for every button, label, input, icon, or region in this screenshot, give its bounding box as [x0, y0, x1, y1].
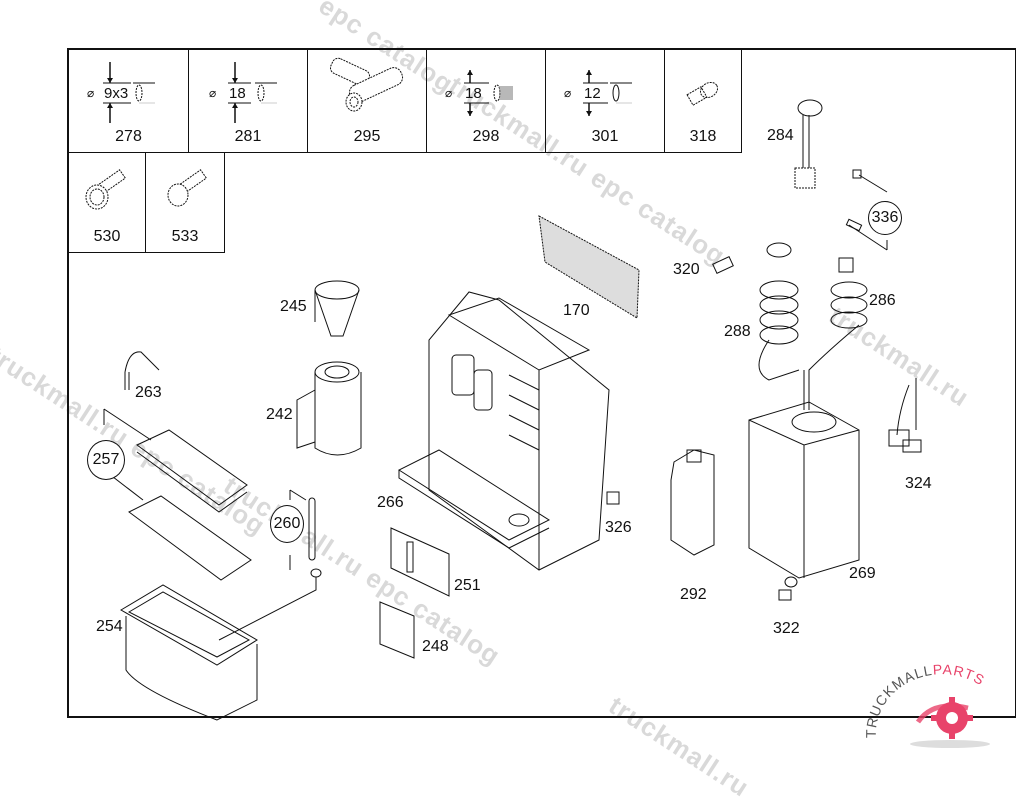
diameter-symbol: ⌀ [445, 86, 453, 100]
part-266-drawing [397, 291, 610, 571]
callout-251[interactable]: 251 [454, 577, 481, 594]
exploded-view-drawing [103, 99, 922, 721]
dimension-value: 18 [465, 85, 482, 102]
callout-286[interactable]: 286 [869, 292, 896, 309]
part-number: 295 [353, 128, 381, 145]
callout-336[interactable]: 336 [868, 201, 902, 235]
part-number: 530 [93, 228, 121, 245]
callout-269[interactable]: 269 [849, 565, 876, 582]
part-284-drawing [794, 99, 823, 189]
part-cell-281[interactable]: ⌀ 18 281 [189, 50, 308, 153]
part-251-drawing [390, 527, 450, 597]
o-ring-icon [583, 70, 632, 116]
hex-bolt-icon [167, 169, 208, 207]
callout-257[interactable]: 257 [87, 440, 125, 480]
o-ring-icon [228, 62, 277, 123]
o-ring-icon [103, 62, 155, 123]
part-322-drawing [778, 576, 798, 601]
part-242-drawing [296, 361, 362, 456]
callout-170[interactable]: 170 [563, 302, 590, 319]
svg-text:TRUCKMALLPARTS: TRUCKMALLPARTS [863, 661, 988, 738]
part-263-drawing [124, 351, 160, 390]
tee-connector-icon [329, 57, 404, 112]
diagram-frame: ⌀ 9x3 278 ⌀ 18 281 295 [67, 48, 1016, 721]
flange-bolt-icon [85, 169, 127, 210]
callout-263[interactable]: 263 [135, 384, 162, 401]
part-number: 281 [234, 128, 262, 145]
callout-324[interactable]: 324 [905, 475, 932, 492]
part-number: 298 [472, 128, 500, 145]
callout-326[interactable]: 326 [605, 519, 632, 536]
hose-clamp-icon [464, 70, 513, 116]
dimension-value: 9x3 [104, 85, 129, 102]
diameter-symbol: ⌀ [87, 86, 95, 100]
callout-320[interactable]: 320 [673, 261, 700, 278]
callout-245[interactable]: 245 [280, 298, 307, 315]
part-292-drawing [670, 449, 715, 556]
callout-248[interactable]: 248 [422, 638, 449, 655]
part-cell-318[interactable]: 318 [665, 50, 742, 153]
part-288-drawing [758, 242, 800, 381]
callout-242[interactable]: 242 [266, 406, 293, 423]
part-cell-530[interactable]: 530 [69, 153, 146, 253]
diameter-symbol: ⌀ [209, 86, 217, 100]
callout-254[interactable]: 254 [96, 618, 123, 635]
diameter-symbol: ⌀ [564, 86, 572, 100]
logo-text: TRUCKMALLPARTS [863, 661, 987, 738]
truckmall-parts-logo: TRUCKMALLPARTS [863, 661, 990, 748]
gear-icon [910, 697, 990, 748]
callout-260[interactable]: 260 [270, 505, 304, 543]
callout-322[interactable]: 322 [773, 620, 800, 637]
dimension-value: 18 [229, 85, 246, 102]
bulb-icon [686, 81, 719, 106]
part-number: 278 [115, 128, 142, 145]
part-cell-533[interactable]: 533 [146, 153, 225, 253]
part-cell-295[interactable]: 295 [308, 50, 427, 153]
part-269-drawing [748, 370, 860, 579]
part-170-drawing [538, 215, 640, 319]
part-number: 533 [171, 228, 199, 245]
part-286-drawing [808, 257, 868, 410]
part-cell-301[interactable]: ⌀ 12 301 [546, 50, 665, 153]
dimension-value: 12 [584, 85, 601, 102]
part-257-drawing [103, 408, 252, 581]
part-cell-278[interactable]: ⌀ 9x3 278 [69, 50, 189, 153]
part-245-drawing [314, 280, 360, 337]
callout-266[interactable]: 266 [377, 494, 404, 511]
part-cell-298[interactable]: ⌀ 18 298 [427, 50, 546, 153]
callout-284[interactable]: 284 [767, 127, 794, 144]
part-324-drawing [888, 378, 922, 453]
callout-292[interactable]: 292 [680, 586, 707, 603]
part-248-drawing [379, 601, 415, 659]
part-260-drawing [218, 489, 322, 641]
part-326-drawing [606, 491, 620, 505]
part-254-drawing [120, 584, 258, 721]
part-number: 318 [689, 128, 717, 145]
callout-288[interactable]: 288 [724, 323, 751, 340]
part-number: 301 [591, 128, 619, 145]
